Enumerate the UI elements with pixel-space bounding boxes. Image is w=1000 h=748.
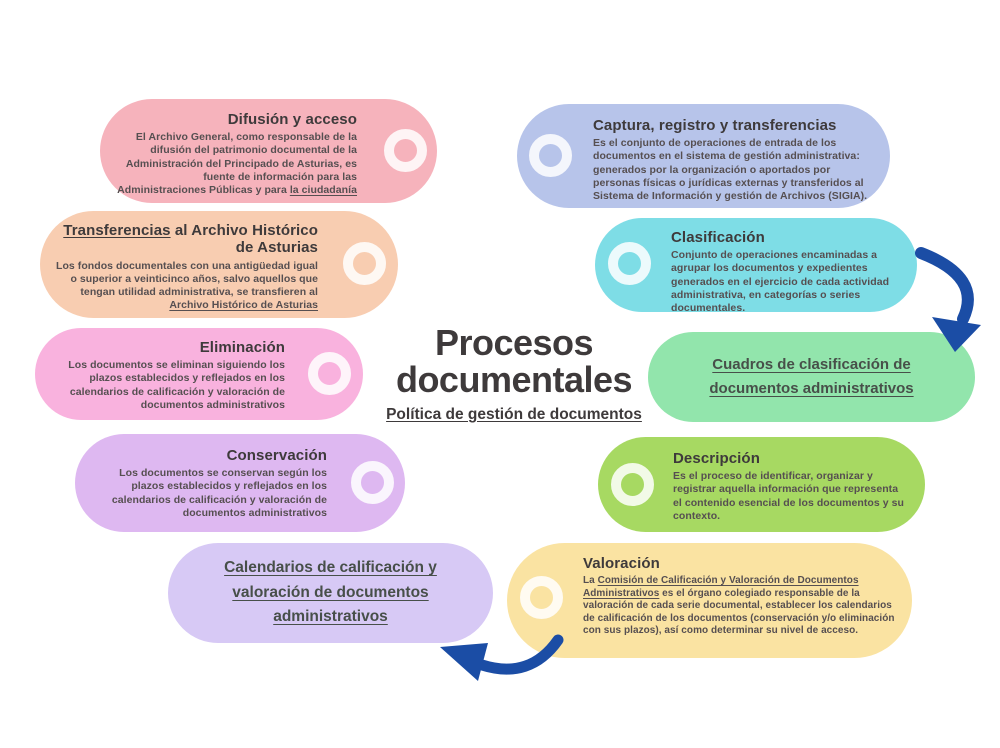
card-captura-registro-transferencias: Captura, registro y transferencias Es el… <box>517 104 890 208</box>
ring-icon[interactable] <box>608 242 651 285</box>
card-difusion-y-acceso: Difusión y acceso El Archivo General, co… <box>100 99 437 203</box>
card-body: Es el conjunto de operaciones de entrada… <box>593 137 868 203</box>
card-title: Clasificación <box>671 229 765 246</box>
card-title: Transferencias al Archivo Histórico de A… <box>54 222 318 257</box>
card-title: Eliminación <box>199 339 285 356</box>
ciudadania-link[interactable]: la ciudadanía <box>289 184 357 197</box>
card-transferencias-archivo-historico: Transferencias al Archivo Histórico de A… <box>40 211 398 318</box>
ring-icon[interactable] <box>343 242 386 285</box>
card-conservacion: Conservación Los documentos se conservan… <box>75 434 405 532</box>
comision-link[interactable]: Comisión de Calificación y Valoración de… <box>583 575 859 599</box>
curved-arrow-left-icon <box>440 634 564 681</box>
card-body: La Comisión de Calificación y Valoración… <box>583 575 898 638</box>
card-body: Conjunto de operaciones encaminadas a ag… <box>671 249 890 315</box>
card-body-text: es el órgano colegiado responsable de la… <box>583 587 895 637</box>
ring-icon[interactable] <box>529 134 572 177</box>
card-body-text: Los fondos documentales con una antigüed… <box>55 259 318 298</box>
card-body: Los documentos se conservan según los pl… <box>111 467 327 519</box>
card-title: Descripción <box>673 450 760 467</box>
calendarios-link[interactable]: Calendarios de calificación y valoración… <box>224 558 437 626</box>
card-title: Conservación <box>226 447 327 464</box>
curved-arrow-down-icon <box>915 247 981 352</box>
archivo-historico-link[interactable]: Archivo Histórico de Asturias <box>169 299 318 312</box>
transferencias-link[interactable]: Transferencias <box>63 222 171 239</box>
ring-icon[interactable] <box>611 463 654 506</box>
card-body: El Archivo General, como responsable de … <box>114 131 357 197</box>
ring-icon[interactable] <box>351 461 394 504</box>
card-calendarios-calificacion: Calendarios de calificación y valoración… <box>168 543 493 643</box>
card-valoracion: Valoración La Comisión de Calificación y… <box>507 543 912 658</box>
page-title-line2: documentales <box>395 359 633 401</box>
card-title: Difusión y acceso <box>227 111 357 128</box>
card-eliminacion: Eliminación Los documentos se eliminan s… <box>35 328 363 420</box>
card-title: Valoración <box>583 555 660 572</box>
page-title: Procesos documentales <box>368 324 660 399</box>
card-title: Captura, registro y transferencias <box>593 117 837 134</box>
card-body: Los documentos se eliminan siguiendo los… <box>68 359 285 411</box>
card-title-text: al Archivo Histórico de Asturias <box>170 222 318 257</box>
ring-icon[interactable] <box>384 129 427 172</box>
page-subtitle-link[interactable]: Política de gestión de documentos <box>386 405 642 423</box>
card-cuadros-clasificacion: Cuadros de clasificación de documentos a… <box>648 332 975 422</box>
ring-icon[interactable] <box>520 576 563 619</box>
card-body: Los fondos documentales con una antigüed… <box>54 260 318 313</box>
card-body: Es el proceso de identificar, organizar … <box>673 470 904 522</box>
card-clasificacion: Clasificación Conjunto de operaciones en… <box>595 218 917 315</box>
page-title-line1: Procesos <box>434 322 594 363</box>
cuadros-clasificacion-link[interactable]: Cuadros de clasificación de documentos a… <box>709 356 914 397</box>
card-descripcion: Descripción Es el proceso de identificar… <box>598 437 925 532</box>
card-body-text: La <box>583 575 598 587</box>
card-body-text: El Archivo General, como responsable de … <box>117 131 357 197</box>
title-block: Procesos documentales Política de gestió… <box>368 324 660 424</box>
ring-icon[interactable] <box>308 352 351 395</box>
